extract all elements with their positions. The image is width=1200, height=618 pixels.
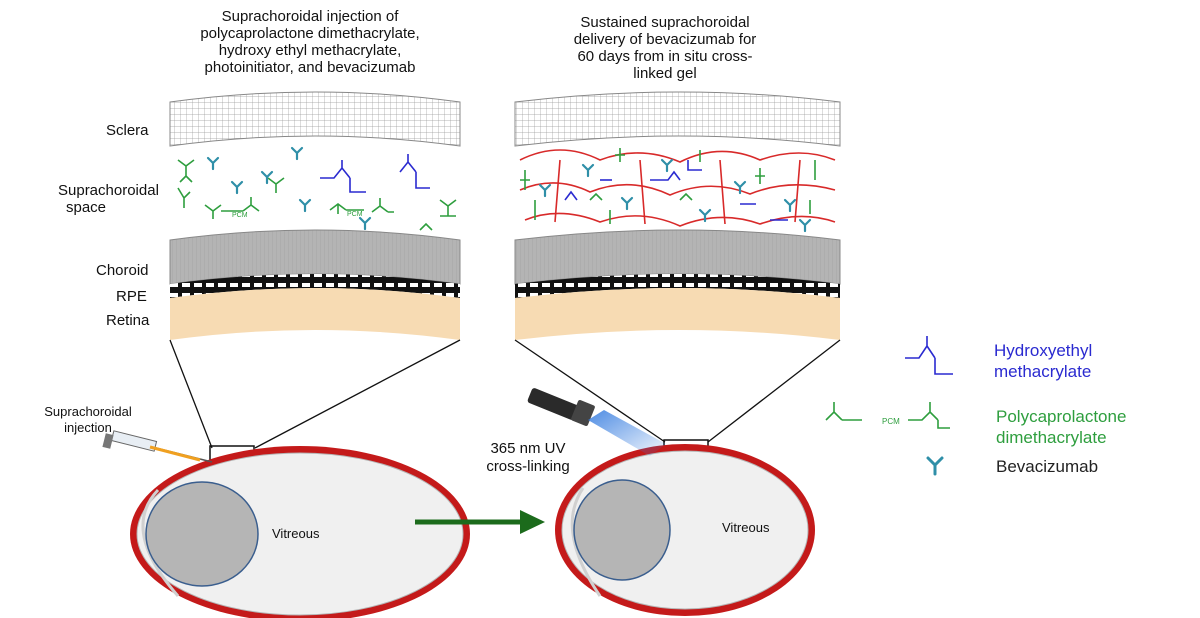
right-bevacizumab-molecules [538,158,812,233]
uv-line-2: cross-linking [486,458,570,475]
right-eye-cornea [570,487,602,597]
legend-pcl-line-2: dimethacrylate [996,428,1107,447]
legend-pcm-tag: PCM [882,417,900,426]
left-pcm-tag-1: PCM [232,212,248,219]
left-title-line-4: photoinitiator, and bevacizumab [204,59,416,76]
label-vitreous-left: Vitreous [272,526,320,541]
legend-bevacizumab-icon [926,456,944,476]
uv-line-1: 365 nm UV [490,440,566,457]
right-title-line-1: Sustained suprachoroidal [580,14,750,31]
right-panel-title: Sustained suprachoroidal delivery of bev… [515,14,815,82]
label-rpe: RPE [116,288,147,305]
left-tissue-panel: PCM PCM [169,91,461,340]
right-retina-band [515,288,840,340]
label-suprachoroidal-space: Suprachoroidal space [58,182,159,216]
left-retina-band [170,288,460,340]
left-title-line-1: Suprachoroidal injection of [221,8,399,25]
left-eye [102,430,470,618]
uv-flashlight-icon [527,388,666,456]
legend-hema-icon [905,336,953,375]
right-eye [527,388,815,616]
syringe-icon [102,430,213,463]
zoom-lines [169,339,841,449]
left-hema-molecules [320,154,430,193]
left-pcl-molecules [177,159,457,231]
left-bevacizumab-molecules [206,146,372,231]
label-choroid: Choroid [96,262,149,279]
left-title-line-2: polycaprolactone dimethacrylate, [200,25,420,42]
right-sclera-band [514,91,841,147]
injection-line-2: injection [64,420,112,435]
right-tissue-panel [514,91,841,340]
right-eye-lens [573,479,671,581]
legend-pcl-icon [825,402,950,429]
legend-hema-line-2: methacrylate [994,362,1092,381]
legend-pcl-line-1: Polycaprolactone [996,407,1127,426]
legend-pcl-label: Polycaprolactone dimethacrylate [996,406,1126,448]
injection-line-1: Suprachoroidal [44,404,132,419]
right-title-line-2: delivery of bevacizumab for [573,31,757,48]
label-uv-crosslinking: 365 nm UV cross-linking [468,440,588,476]
right-crosslink-network [519,149,836,227]
left-pcm-tag-2: PCM [347,211,363,218]
label-suprachoroidal-line-2: space [66,199,107,216]
label-sclera: Sclera [106,122,149,139]
label-retina: Retina [106,312,150,329]
label-suprachoroidal-injection: Suprachoroidal injection [30,404,146,436]
left-rpe-band [170,274,460,298]
right-pcl-network [520,148,816,224]
legend-hema-label: Hydroxyethyl methacrylate [994,340,1092,382]
right-title-line-4: linked gel [633,65,697,82]
right-hema-network [564,160,788,221]
label-vitreous-right: Vitreous [722,520,770,535]
left-eye-lens [145,481,259,587]
process-arrow [415,510,545,534]
left-title-line-3: hydroxy ethyl methacrylate, [218,42,402,59]
legend-hema-line-1: Hydroxyethyl [994,341,1093,360]
right-title-line-3: 60 days from in situ cross- [577,48,753,65]
label-suprachoroidal-line-1: Suprachoroidal [58,182,159,199]
legend-bev-label: Bevacizumab [996,457,1099,476]
left-sclera-band [169,91,461,147]
left-panel-title: Suprachoroidal injection of polycaprolac… [160,8,460,76]
right-rpe-band [515,274,840,298]
left-eye-cornea [141,488,180,597]
